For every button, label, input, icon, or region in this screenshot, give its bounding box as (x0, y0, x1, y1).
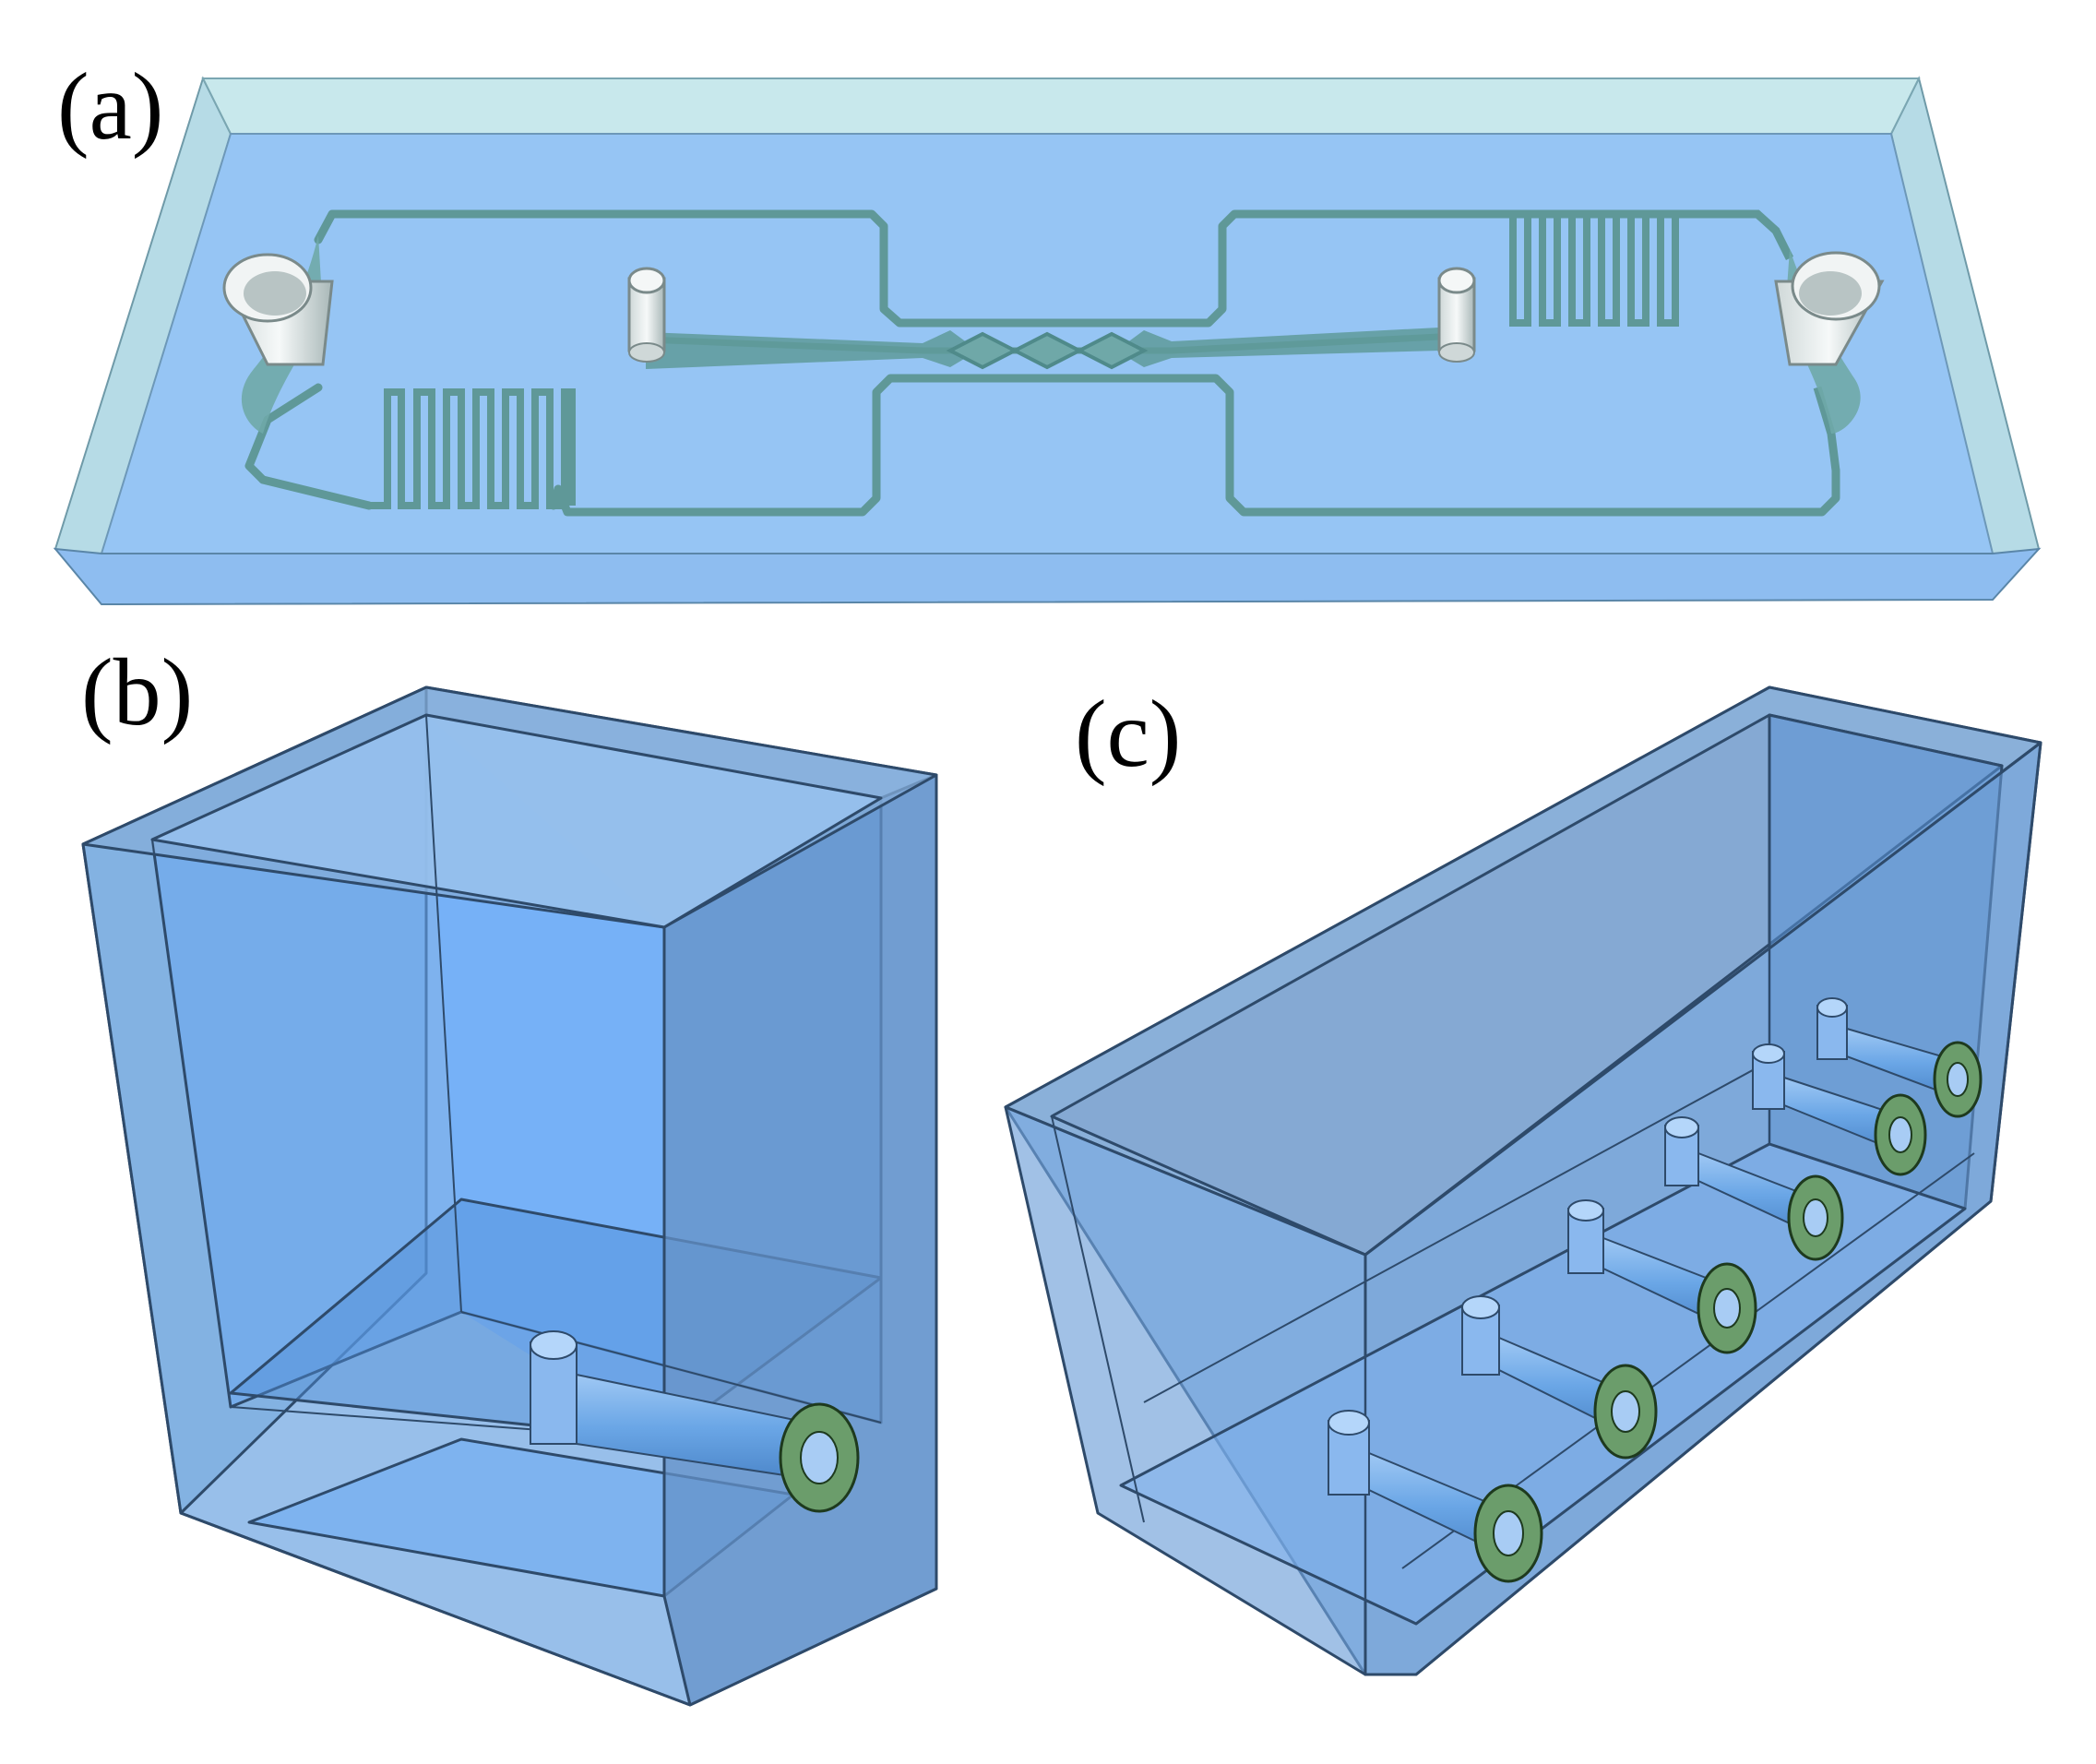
central-chamber-right (1116, 328, 1439, 367)
serpentine-mixer-right (1504, 210, 1690, 327)
tank-b-right-face (662, 773, 938, 1707)
tank-c-port-1 (1328, 1410, 1543, 1583)
tank-c-port-5 (1752, 1043, 1927, 1176)
tank-c-port-2 (1461, 1295, 1658, 1460)
right-large-port (1774, 251, 1885, 366)
central-chamber (646, 330, 978, 369)
tank-b-rim-inner (150, 713, 883, 929)
tank-b-port (530, 1330, 860, 1513)
panel-a-chip (53, 76, 2042, 606)
serpentine-mixer-left (369, 388, 576, 509)
chip-back-edge (201, 77, 1921, 135)
panel-label-c: (c) (1075, 681, 1181, 787)
left-large-port (222, 253, 334, 366)
tank-c-ports (1328, 997, 1983, 1583)
tank-c-port-6 (1816, 997, 1983, 1118)
panel-b-tank (81, 685, 938, 1707)
tank-c-port-4 (1664, 1116, 1844, 1261)
panel-c-tank (1004, 685, 2042, 1676)
left-small-port (627, 267, 666, 363)
panel-label-b: (b) (81, 639, 193, 745)
chip-front-face (53, 547, 2042, 606)
tank-c-port-3 (1567, 1199, 1757, 1354)
right-small-port (1437, 267, 1476, 363)
panel-label-a: (a) (57, 54, 163, 160)
diamond-junction-3 (1075, 331, 1149, 370)
